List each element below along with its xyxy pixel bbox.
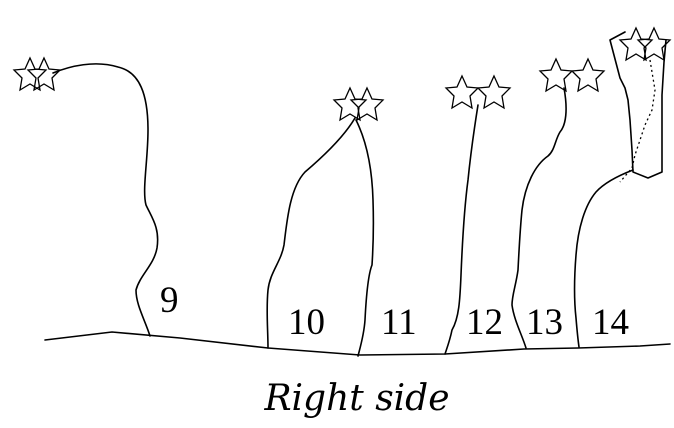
ground-line [44, 331, 671, 356]
double-star-icon [445, 75, 511, 109]
double-star-icon [619, 27, 671, 61]
route-number-13: 13 [526, 302, 563, 343]
flake-feature [609, 31, 667, 179]
double-star-icon [333, 87, 384, 121]
route-line-12 [444, 104, 479, 355]
route-line-10 [266, 117, 356, 349]
route-line-14 [573, 169, 634, 348]
route-number-14: 14 [592, 302, 629, 343]
route-number-10: 10 [288, 302, 325, 343]
route-number-12: 12 [466, 302, 503, 343]
route-line-13 [511, 87, 567, 349]
route-number-9: 9 [160, 280, 179, 321]
route-line-9 [52, 63, 159, 337]
route-line-14-variation [619, 59, 656, 183]
route-line-11 [355, 119, 375, 357]
route-number-11: 11 [381, 302, 417, 343]
diagram-caption: Right side [263, 378, 449, 419]
double-star-icon [539, 58, 605, 92]
double-star-icon [13, 57, 61, 91]
